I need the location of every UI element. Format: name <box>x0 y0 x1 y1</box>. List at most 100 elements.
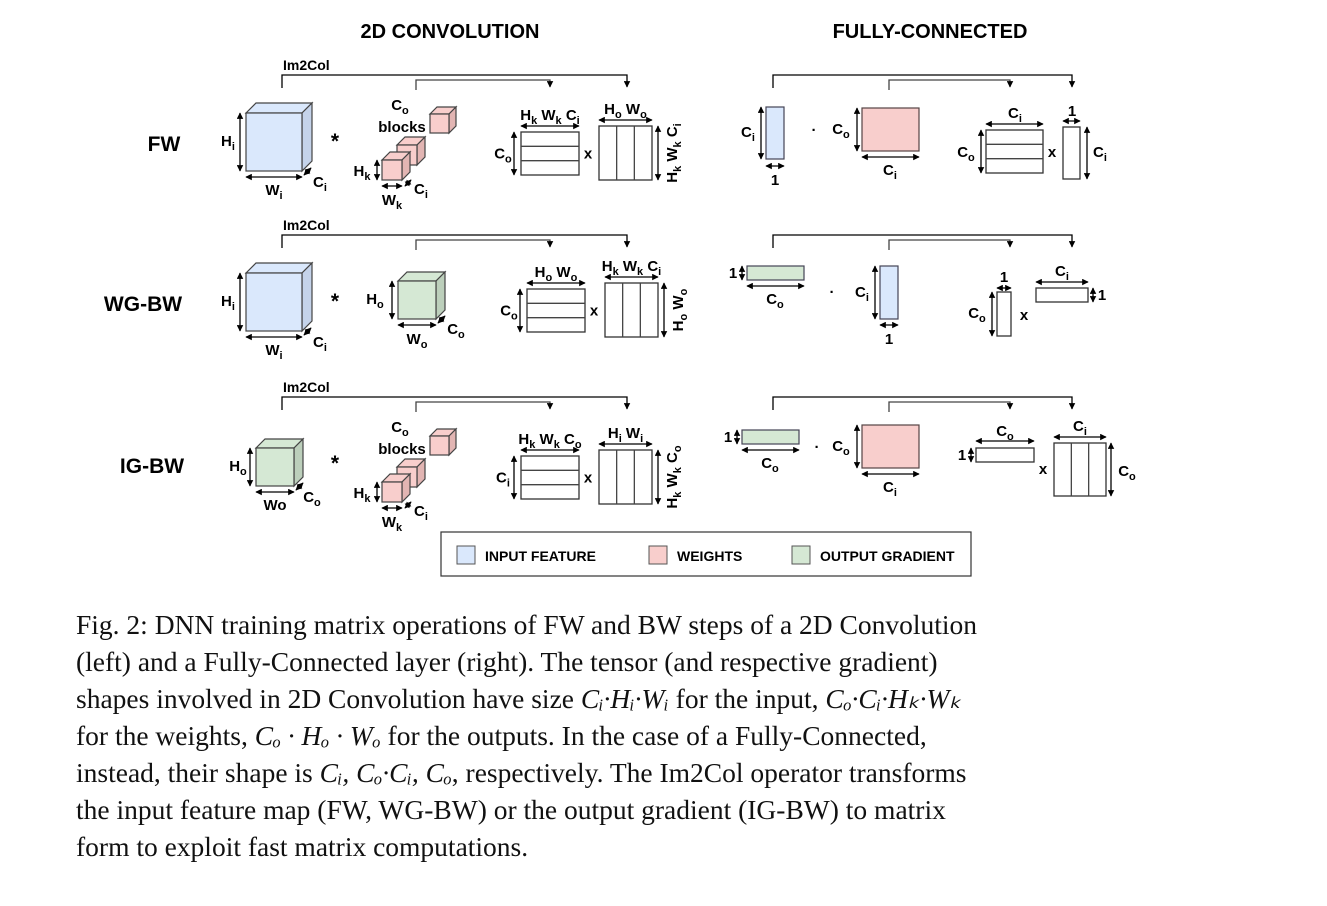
caption-line: (left) and a Fully-Connected layer (righ… <box>76 646 938 677</box>
tensor-b-cube <box>396 270 447 321</box>
convolution-operator: * <box>331 452 340 475</box>
dimension-label: Hi <box>221 293 235 313</box>
fc-dot-operator: · <box>812 122 817 139</box>
matrix <box>985 129 1044 174</box>
cube-top <box>244 262 314 274</box>
dimension-label: Ci <box>855 284 869 304</box>
matrix-multiply-operator: x <box>584 146 593 163</box>
dimension-arrow <box>303 167 312 176</box>
dimension-label: Ci <box>414 503 428 523</box>
row-label: IG-BW <box>120 455 184 478</box>
dimension-label: 1 <box>958 447 966 464</box>
legend-item: OUTPUT GRADIENT <box>791 545 955 565</box>
matrix <box>598 449 653 505</box>
dimension-label: Wk <box>382 192 403 212</box>
matrix-outline <box>520 455 580 500</box>
caption-line: Fig. 2: DNN training matrix operations o… <box>76 609 978 640</box>
matrix-outline <box>598 449 653 505</box>
dimension-label: 1 <box>1000 269 1008 286</box>
tensor-a-cube <box>254 437 305 488</box>
im2col-label: Im2Col <box>283 379 330 395</box>
matrix <box>526 288 586 333</box>
dimension-label: 1 <box>724 429 732 446</box>
fc-dot-operator: · <box>830 284 835 301</box>
fc-bracket-outer <box>772 74 1076 88</box>
legend-box <box>440 531 972 577</box>
matrix <box>520 455 580 500</box>
fc-vector <box>746 265 805 281</box>
matrix-top-label: Hk Wk Co <box>518 431 581 451</box>
matrix-side-label: Co <box>494 146 512 166</box>
dimension-label: Co <box>391 419 409 439</box>
legend-label: OUTPUT GRADIENT <box>820 548 955 564</box>
dimension-label: Co <box>766 291 784 311</box>
dimension-label: Ci <box>313 334 327 354</box>
fc-bracket-inner <box>888 79 1014 90</box>
matrix <box>520 131 580 176</box>
matrix-outline <box>985 129 1044 174</box>
matrix <box>598 125 653 181</box>
dimension-label: Hk <box>354 485 372 505</box>
dimension-label: Co <box>832 438 850 458</box>
caption-line: for the weights, Cₒ · Hₒ · Wₒ for the ou… <box>76 720 927 751</box>
dimension-label: Ci <box>1055 263 1069 283</box>
matrix-top-label: Hk Wk Ci <box>520 107 579 127</box>
dimension-label: Wo <box>407 331 428 351</box>
matrix-outline <box>1053 442 1107 497</box>
cube-front <box>397 280 437 320</box>
dimension-label: Ho <box>229 458 247 478</box>
im2col-label: Im2Col <box>283 57 330 73</box>
fc-multiply-operator: x <box>1039 461 1048 478</box>
legend-item: WEIGHTS <box>648 545 742 565</box>
fc-multiply-operator: x <box>1048 144 1057 161</box>
dimension-arrow <box>437 315 446 324</box>
fc-vector <box>741 429 800 445</box>
dimension-label: Co <box>957 144 975 164</box>
fc-bracket-outer <box>772 396 1076 410</box>
figure-caption: Fig. 2: DNN training matrix operations o… <box>76 606 1140 865</box>
fc-result-vector <box>996 291 1012 337</box>
cube-side <box>301 101 313 173</box>
matrix-side-label: Ho Wo <box>670 288 690 331</box>
blocks-label: blocks <box>378 441 426 458</box>
caption-line: instead, their shape is Cᵢ, Cₒ·Cᵢ, Cₒ, r… <box>76 757 967 788</box>
dimension-label: Co <box>447 321 465 341</box>
fc-result-vector <box>1035 287 1089 303</box>
im2col-bracket-outer <box>281 234 631 248</box>
fc-multiply-operator: x <box>1020 307 1029 324</box>
fc-vector <box>765 106 785 160</box>
dimension-label: 1 <box>729 265 737 282</box>
im2col-label: Im2Col <box>283 217 330 233</box>
matrix-side-label: Hk Wk Ci <box>664 123 684 182</box>
header-fully-connected: FULLY-CONNECTED <box>833 21 1028 43</box>
dimension-label: Co <box>761 455 779 475</box>
matrix-side-label: Ci <box>496 470 510 490</box>
matrix-outline <box>604 282 659 338</box>
matrix-top-label: Ho Wo <box>604 101 647 121</box>
cube-front <box>245 112 303 172</box>
im2col-bracket-inner <box>415 79 554 90</box>
cube-front <box>381 481 403 503</box>
cube-top <box>244 102 314 114</box>
dimension-arrow <box>404 501 412 509</box>
legend-swatch <box>648 545 668 565</box>
dimension-label: Ci <box>1073 418 1087 438</box>
matrix-outline <box>526 288 586 333</box>
dimension-label: Co <box>303 489 321 509</box>
row-label: WG-BW <box>104 293 182 316</box>
figure-diagram: 2D CONVOLUTION FULLY-CONNECTED FWIm2ColH… <box>104 21 1136 577</box>
dimension-label: Co <box>832 121 850 141</box>
matrix-outline <box>598 125 653 181</box>
matrix-outline <box>520 131 580 176</box>
dimension-arrow <box>295 482 304 491</box>
cube-front <box>429 113 450 134</box>
dimension-label: Co <box>968 305 986 325</box>
im2col-bracket-inner <box>415 401 554 412</box>
fc-result-vector <box>1062 126 1081 180</box>
dimension-label: 1 <box>771 172 779 189</box>
